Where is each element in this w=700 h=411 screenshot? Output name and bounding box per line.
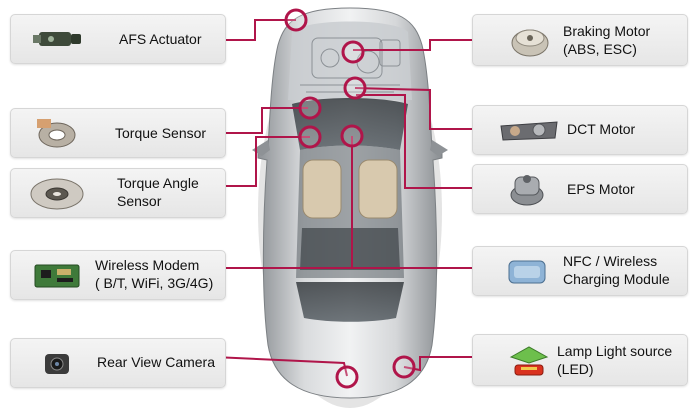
wireless-modem-line1: Wireless Modem (95, 257, 200, 273)
rear-view-camera-box: Rear View Camera (10, 338, 226, 388)
eps-motor-box: EPS Motor (472, 164, 688, 214)
wireless-modem-box: Wireless Modem ( B/T, WiFi, 3G/4G) (10, 250, 226, 300)
engine-details (300, 37, 401, 93)
circuit-board-icon (34, 264, 80, 288)
afs-actuator-box: AFS Actuator (10, 14, 226, 64)
motor-housing-icon (500, 121, 558, 141)
right-mirror (430, 140, 448, 156)
wire-lamp (403, 356, 488, 372)
wireless-modem-line2: ( B/T, WiFi, 3G/4G) (95, 275, 214, 291)
lamp-light-source-line1: Lamp Light source (557, 343, 673, 359)
wire-torque-sensor (218, 107, 308, 134)
afs-actuator-label: AFS Actuator (119, 31, 202, 47)
front-seats (302, 159, 398, 219)
lamp-light-source-box: Lamp Light source (LED) (472, 334, 688, 386)
torque-angle-sensor-line2: Sensor (117, 193, 162, 209)
sensor-disc-icon (30, 178, 84, 210)
torque-sensor-label: Torque Sensor (115, 125, 207, 141)
dct-motor-label: DCT Motor (567, 121, 636, 137)
marker-rings (284, 8, 416, 389)
braking-motor-line1: Braking Motor (563, 23, 651, 39)
wire-rear-camera (213, 356, 348, 377)
nfc-wireless-line1: NFC / Wireless (563, 253, 658, 269)
sensor-ring-icon (37, 119, 76, 148)
wire-dct-motor (354, 87, 488, 130)
rear-view-camera-label: Rear View Camera (97, 354, 216, 370)
led-lamp-icon (509, 346, 549, 376)
braking-motor-line2: (ABS, ESC) (563, 41, 637, 57)
charging-pad-icon (508, 260, 546, 284)
eps-motor-label: EPS Motor (567, 181, 635, 197)
connector-lines (213, 19, 488, 377)
torque-angle-sensor-line1: Torque Angle (117, 175, 199, 191)
torque-angle-sensor-box: Torque Angle Sensor (10, 168, 226, 218)
motor-icon (510, 175, 544, 206)
wire-torque-angle (218, 136, 310, 187)
wire-eps-motor (356, 94, 488, 189)
rear-window (296, 282, 404, 322)
lamp-light-source-line2: (LED) (557, 361, 594, 377)
wire-afs (215, 19, 296, 41)
camera-icon (45, 354, 69, 374)
torque-sensor-box: Torque Sensor (10, 108, 226, 158)
nfc-wireless-box: NFC / Wireless Charging Module (472, 246, 688, 296)
braking-motor-box: Braking Motor (ABS, ESC) (472, 14, 688, 66)
motor-icon (511, 29, 549, 57)
rear-seat (300, 228, 400, 270)
nfc-wireless-line2: Charging Module (563, 271, 670, 287)
actuator-icon (33, 32, 81, 46)
dct-motor-box: DCT Motor (472, 105, 688, 155)
wire-braking-motor (353, 39, 488, 51)
